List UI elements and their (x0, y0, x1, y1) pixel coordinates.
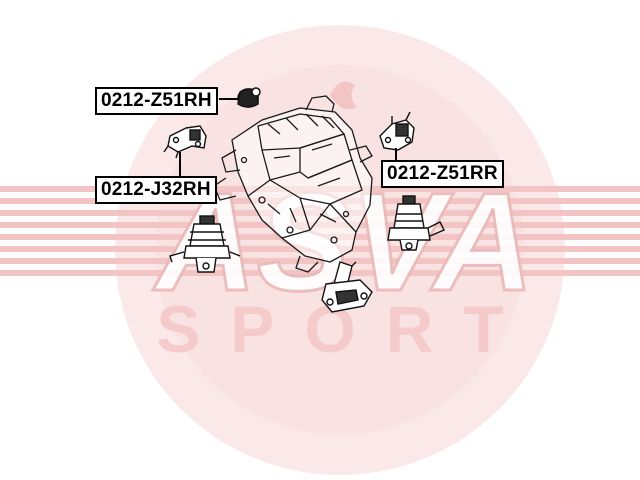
rubber-bushing (237, 87, 261, 108)
part-label-0212-z51rh[interactable]: 0212-Z51RH (95, 87, 218, 115)
part-label-0212-z51rr[interactable]: 0212-Z51RR (381, 160, 504, 188)
leader-lines (179, 98, 397, 177)
engine-block-illustration (213, 95, 373, 273)
mounting-bracket (163, 125, 207, 159)
watermark-crest (330, 81, 357, 110)
torque-rod-mount (321, 261, 373, 313)
front-engine-mount (169, 215, 241, 273)
right-engine-mount (379, 111, 415, 151)
rear-engine-mount (387, 195, 445, 251)
part-label-0212-j32rh[interactable]: 0212-J32RH (95, 176, 217, 204)
